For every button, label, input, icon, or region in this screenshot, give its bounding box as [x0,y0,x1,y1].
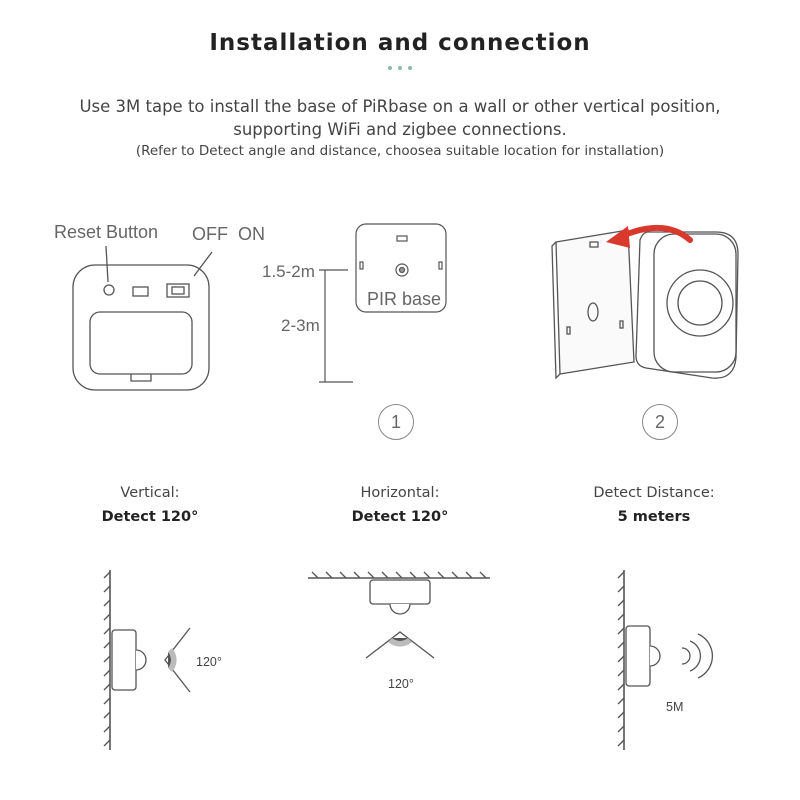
switch-off-slot [132,286,149,297]
on-label: ON [238,224,265,244]
base-top-slot [396,235,408,242]
attach-base-clip-left [566,326,571,335]
horizontal-caption: Horizontal: Detect 120° [290,481,510,529]
step-1-badge: 1 [378,404,414,440]
attach-arrow-head [606,226,630,248]
base-right-clip [438,261,443,270]
horizontal-angle-fill-dark [392,638,408,642]
vertical-caption: Vertical: Detect 120° [40,481,260,529]
vertical-caption-label: Vertical: [120,485,180,501]
height-top-label: 1.5-2m [262,262,315,281]
attach-base-edge [551,241,561,380]
switch-on-slot [166,283,190,298]
vertical-angle-label: 120° [196,655,222,669]
attach-arrow-shaft [619,224,693,243]
distance-caption: Detect Distance: 5 meters [544,481,764,529]
dot [398,66,402,70]
vertical-angle-fill-light [168,648,177,672]
base-left-clip [359,261,364,270]
signal-wave-2 [689,640,702,672]
battery-cover-tab [130,374,152,382]
horizontal-caption-value: Detect 120° [351,509,449,525]
reset-hole [103,284,115,296]
height-bottom-label: 2-3m [281,316,320,335]
distance-sensor-lens [649,645,661,667]
attach-base-hole [587,302,599,322]
horizontal-angle-label: 120° [388,677,414,691]
intro-line-2: supporting WiFi and zigbee connections. [233,120,567,139]
battery-cover [89,311,193,375]
signal-wave-3 [697,633,714,679]
horizontal-caption-label: Horizontal: [360,485,440,501]
attach-base-plate [555,229,635,375]
vertical-caption-value: Detect 120° [101,509,199,525]
step-2-badge: 2 [642,404,678,440]
base-center-hole [395,263,409,277]
distance-wall-sensor [625,625,651,687]
pir-base-label: PIR base [367,289,442,309]
base-center-dot [398,266,406,274]
reset-callout-line [105,245,109,283]
device-body [72,264,210,391]
wall-hatching [103,571,111,747]
vertical-angle-wedge [164,627,191,693]
attach-base-slot [589,241,599,248]
ceiling-hatching [311,571,487,579]
distance-wall-hatching [617,571,625,747]
distance-label: 5M [666,700,684,714]
off-label: OFF [192,224,228,244]
dot [408,66,412,70]
ceiling-sensor-lens [389,603,411,615]
distance-caption-value: 5 meters [617,509,691,525]
sensor-body-front [653,233,737,373]
installation-note: (Refer to Detect angle and distance, cho… [135,143,665,159]
vertical-angle-fill-dark [168,652,172,668]
decorative-dots [0,66,800,70]
attach-base-clip-right [619,320,624,329]
switch-callout-line [193,251,213,277]
intro-text: Use 3M tape to install the base of PiRba… [0,95,800,141]
intro-line-1: Use 3M tape to install the base of PiRba… [79,97,721,116]
horizontal-angle-fill-light [388,638,412,647]
distance-caption-label: Detect Distance: [593,485,715,501]
signal-wave-1 [681,647,691,665]
pir-base-plate [355,223,447,313]
sensor-lens-ring [666,269,734,337]
page-title: Installation and connection [209,30,591,56]
dot [388,66,392,70]
switch-knob [171,286,185,295]
wall-sensor-lens [135,649,147,671]
horizontal-angle-wedge [365,631,435,659]
reset-button-label: Reset Button [54,222,159,242]
sensor-lens [677,280,723,326]
